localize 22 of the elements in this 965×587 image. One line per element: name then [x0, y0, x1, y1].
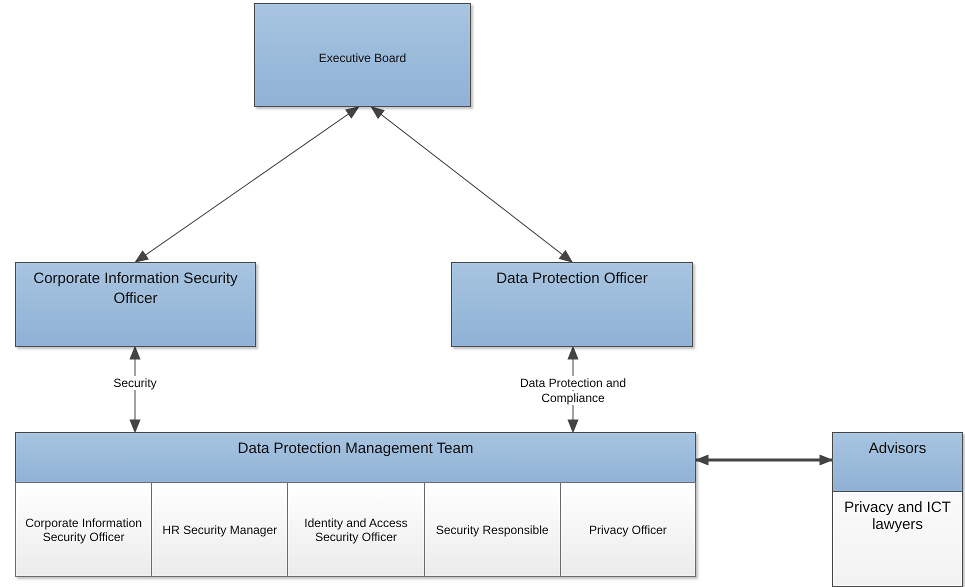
connector-arrow — [134, 106, 360, 263]
edge-label: Data Protection and Compliance — [518, 376, 628, 407]
board-box — [254, 3, 471, 107]
officer-box — [15, 262, 256, 347]
advisors-panel — [832, 432, 963, 587]
heading: Data Protection Officer — [495, 269, 649, 289]
advisor-text: Privacy and ICT lawyers — [843, 499, 952, 533]
heading: Data Protection Management Team — [236, 440, 474, 457]
role-cell: Security Responsible — [424, 482, 561, 577]
role-cell: Privacy Officer — [560, 482, 696, 577]
edge-label: Security — [112, 376, 158, 392]
heading: Advisors — [868, 440, 928, 457]
role-cell: HR Security Manager — [151, 482, 288, 577]
heading: Executive Board — [318, 50, 408, 66]
connector-arrow — [694, 454, 834, 466]
connector-arrow — [370, 106, 574, 263]
officer-box — [451, 262, 693, 347]
heading: Corporate Information Security Officer — [32, 269, 239, 310]
connector-arrow — [129, 346, 141, 434]
team-panel — [15, 432, 696, 577]
role-cell: Corporate Information Security Officer — [15, 482, 152, 577]
role-cell: Identity and Access Security Officer — [287, 482, 425, 577]
